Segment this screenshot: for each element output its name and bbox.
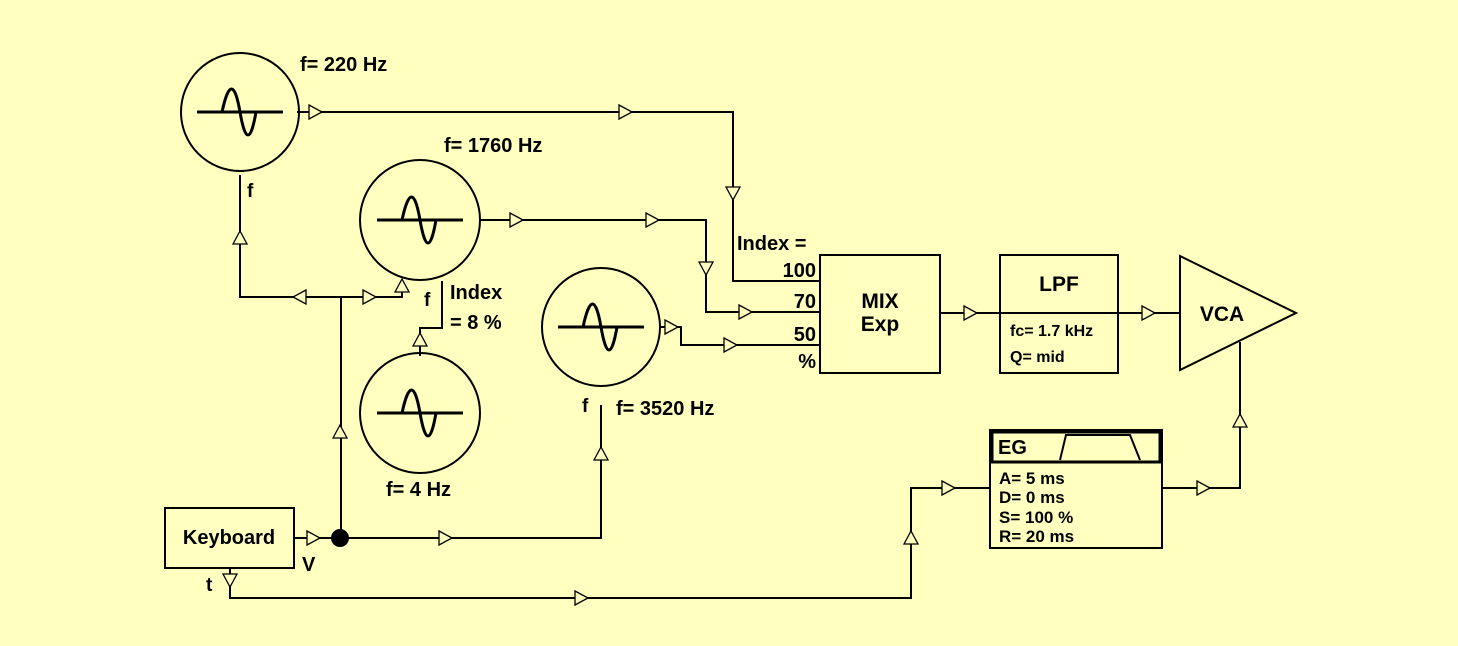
lfo-freq-label: f= 4 Hz <box>386 479 451 501</box>
eg-release: R= 20 ms <box>999 527 1074 546</box>
lpf-block: LPF fc= 1.7 kHz Q= mid <box>999 254 1119 374</box>
osc2-input-label: f <box>424 290 431 311</box>
eg-decay: D= 0 ms <box>999 488 1065 507</box>
osc2-freq-label: f= 1760 Hz <box>444 135 542 157</box>
mixer-input-70: 70 <box>794 291 816 313</box>
oscillator-220hz: f= 220 Hz f <box>180 52 387 202</box>
eg-title: EG <box>998 437 1027 459</box>
keyboard-title: Keyboard <box>183 527 275 549</box>
keyboard-t-label: t <box>206 575 213 596</box>
wire-osc1-to-mixer <box>297 111 820 282</box>
wire-keyboard-t-to-eg <box>229 487 990 599</box>
mixer-block: Index = 100 70 50 % MIX Exp <box>737 233 941 374</box>
osc1-freq-label: f= 220 Hz <box>300 54 387 76</box>
keyboard-block: Keyboard V t <box>164 507 316 596</box>
sine-wave-icon <box>375 388 465 438</box>
eg-box <box>989 429 1163 549</box>
mixer-title: MIX <box>861 290 898 313</box>
mixer-index-header: Index = <box>737 233 806 255</box>
wire-eg-to-vca <box>1162 342 1241 489</box>
signal-wires <box>229 111 1241 599</box>
sine-wave-icon <box>375 195 465 245</box>
keyboard-v-label: V <box>302 554 316 576</box>
lfo-oscillator-4hz: f= 4 Hz <box>359 352 481 501</box>
oscillator-3520hz: f= 3520 Hz f <box>541 267 714 420</box>
vca-block: VCA <box>1179 254 1299 372</box>
lpf-title: LPF <box>1039 273 1079 296</box>
envelope-shape-icon <box>1059 434 1141 461</box>
junction-dot <box>331 529 349 547</box>
sine-wave-icon <box>556 302 646 352</box>
oscillator-1760hz: f= 1760 Hz f <box>359 135 542 311</box>
keyboard-box <box>164 507 295 569</box>
eg-attack: A= 5 ms <box>999 469 1065 488</box>
mixer-subtitle: Exp <box>861 313 900 336</box>
fm-index-line2: = 8 % <box>450 312 502 334</box>
osc3-input-label: f <box>582 396 589 417</box>
osc1-input-label: f <box>247 181 254 202</box>
mixer-box <box>819 254 941 374</box>
mixer-input-50: 50 <box>794 324 816 346</box>
mixer-input-100: 100 <box>783 260 816 282</box>
wire-keyboard-to-osc1 <box>239 175 341 298</box>
lpf-resonance: Q= mid <box>1010 349 1065 366</box>
mixer-unit: % <box>798 351 816 373</box>
fm-index-label: Index = 8 % <box>450 282 502 334</box>
vca-triangle <box>1179 254 1299 372</box>
eg-block: EG A= 5 ms D= 0 ms S= 100 % R= 20 ms <box>989 429 1163 549</box>
fm-index-line1: Index <box>450 282 502 304</box>
lpf-cutoff: fc= 1.7 kHz <box>1010 323 1093 340</box>
eg-sustain: S= 100 % <box>999 508 1073 527</box>
vca-title: VCA <box>1200 303 1244 326</box>
sine-wave-icon <box>195 87 285 137</box>
osc3-freq-label: f= 3520 Hz <box>616 398 714 420</box>
